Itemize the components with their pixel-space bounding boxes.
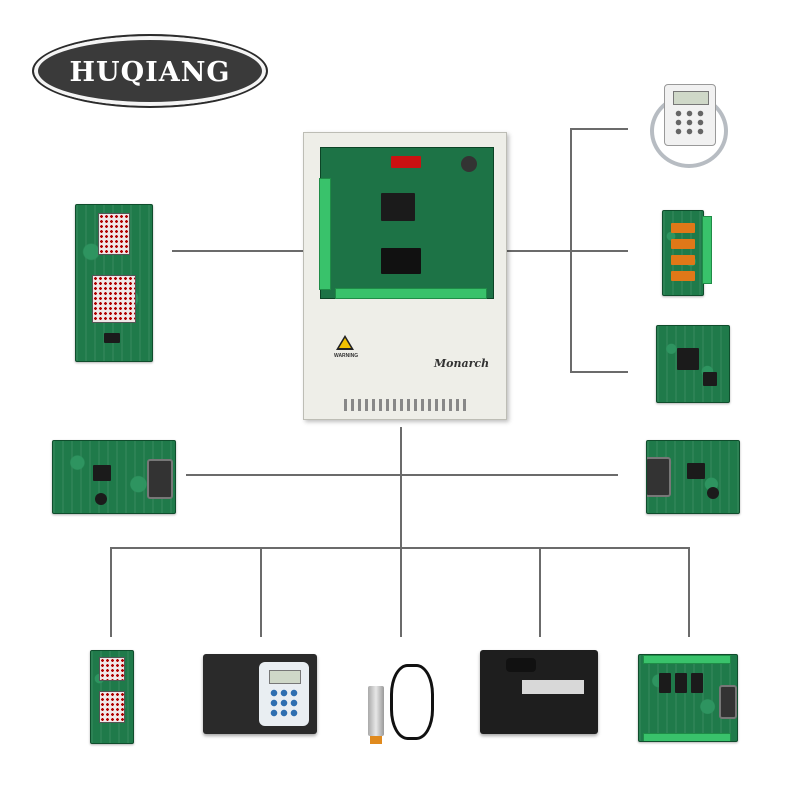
relay [671,271,695,281]
warning-icon [336,335,354,350]
announcer-connector [506,658,536,672]
capacitor [707,487,719,499]
terminal-bottom [335,288,487,299]
proximity-sensor [364,652,440,748]
led-matrix-bottom [92,275,136,323]
controller-vent [344,399,468,411]
sensor-cable [390,664,434,740]
led-matrix-bottom [99,691,125,723]
terminal-left [319,178,331,290]
keypad-buttons [673,109,707,137]
drop-4 [539,547,541,637]
db9-connector [147,459,173,499]
keypad-screen [673,91,709,105]
controller-main-board [319,147,494,299]
relay [671,255,695,265]
controller-brand: Monarch [434,357,490,370]
terminal-bottom [643,733,731,741]
line-bottom-horizontal [110,547,690,549]
logo-text: HUQIANG [69,57,231,88]
line-to-keypad [570,128,628,130]
relay [671,223,695,233]
chip [687,463,705,479]
chip [93,465,111,481]
serial-comm-board-right [646,440,740,514]
chip [381,193,415,221]
keypad-body [664,84,716,146]
capacitor [461,156,477,172]
relay [659,673,671,693]
voice-announcer-box [480,650,598,734]
sensor-tip [370,736,382,744]
drop-5 [688,547,690,637]
door-operator-controller [203,654,317,734]
warning-label: WARNING [334,353,359,359]
chip [703,372,717,386]
relay [381,248,421,274]
db9-connector [647,457,671,497]
led-matrix-top [99,657,125,681]
car-control-board [638,654,738,742]
hall-display-board-small [90,650,134,744]
relay [671,239,695,249]
terminal-top [643,655,731,664]
hall-display-board-large [75,204,153,362]
sensor-body [368,686,384,736]
drop-1 [110,547,112,637]
line-to-cartop [570,371,628,373]
line-center-vertical [400,427,402,637]
line-middle-horizontal [186,474,618,476]
huqiang-logo: HUQIANG [32,34,268,108]
relay [691,673,703,693]
drop-2 [260,547,262,637]
door-operator-buttons [269,688,299,718]
chip [677,348,699,370]
announcer-label [522,680,584,694]
led-matrix-top [98,213,130,255]
db9-connector [719,685,737,719]
line-right-main [505,250,571,252]
relay [675,673,687,693]
chip [391,156,421,168]
door-operator-panel [259,662,309,726]
relay-terminal [702,216,712,284]
door-operator-screen [269,670,301,684]
line-to-relay [570,250,628,252]
keypad-operator [650,84,730,170]
serial-comm-board-left [52,440,176,514]
relay-board [662,210,704,296]
capacitor [95,493,107,505]
chip [104,333,120,343]
main-controller: WARNING Monarch [303,132,507,420]
car-top-board [656,325,730,403]
line-left-display [172,250,303,252]
